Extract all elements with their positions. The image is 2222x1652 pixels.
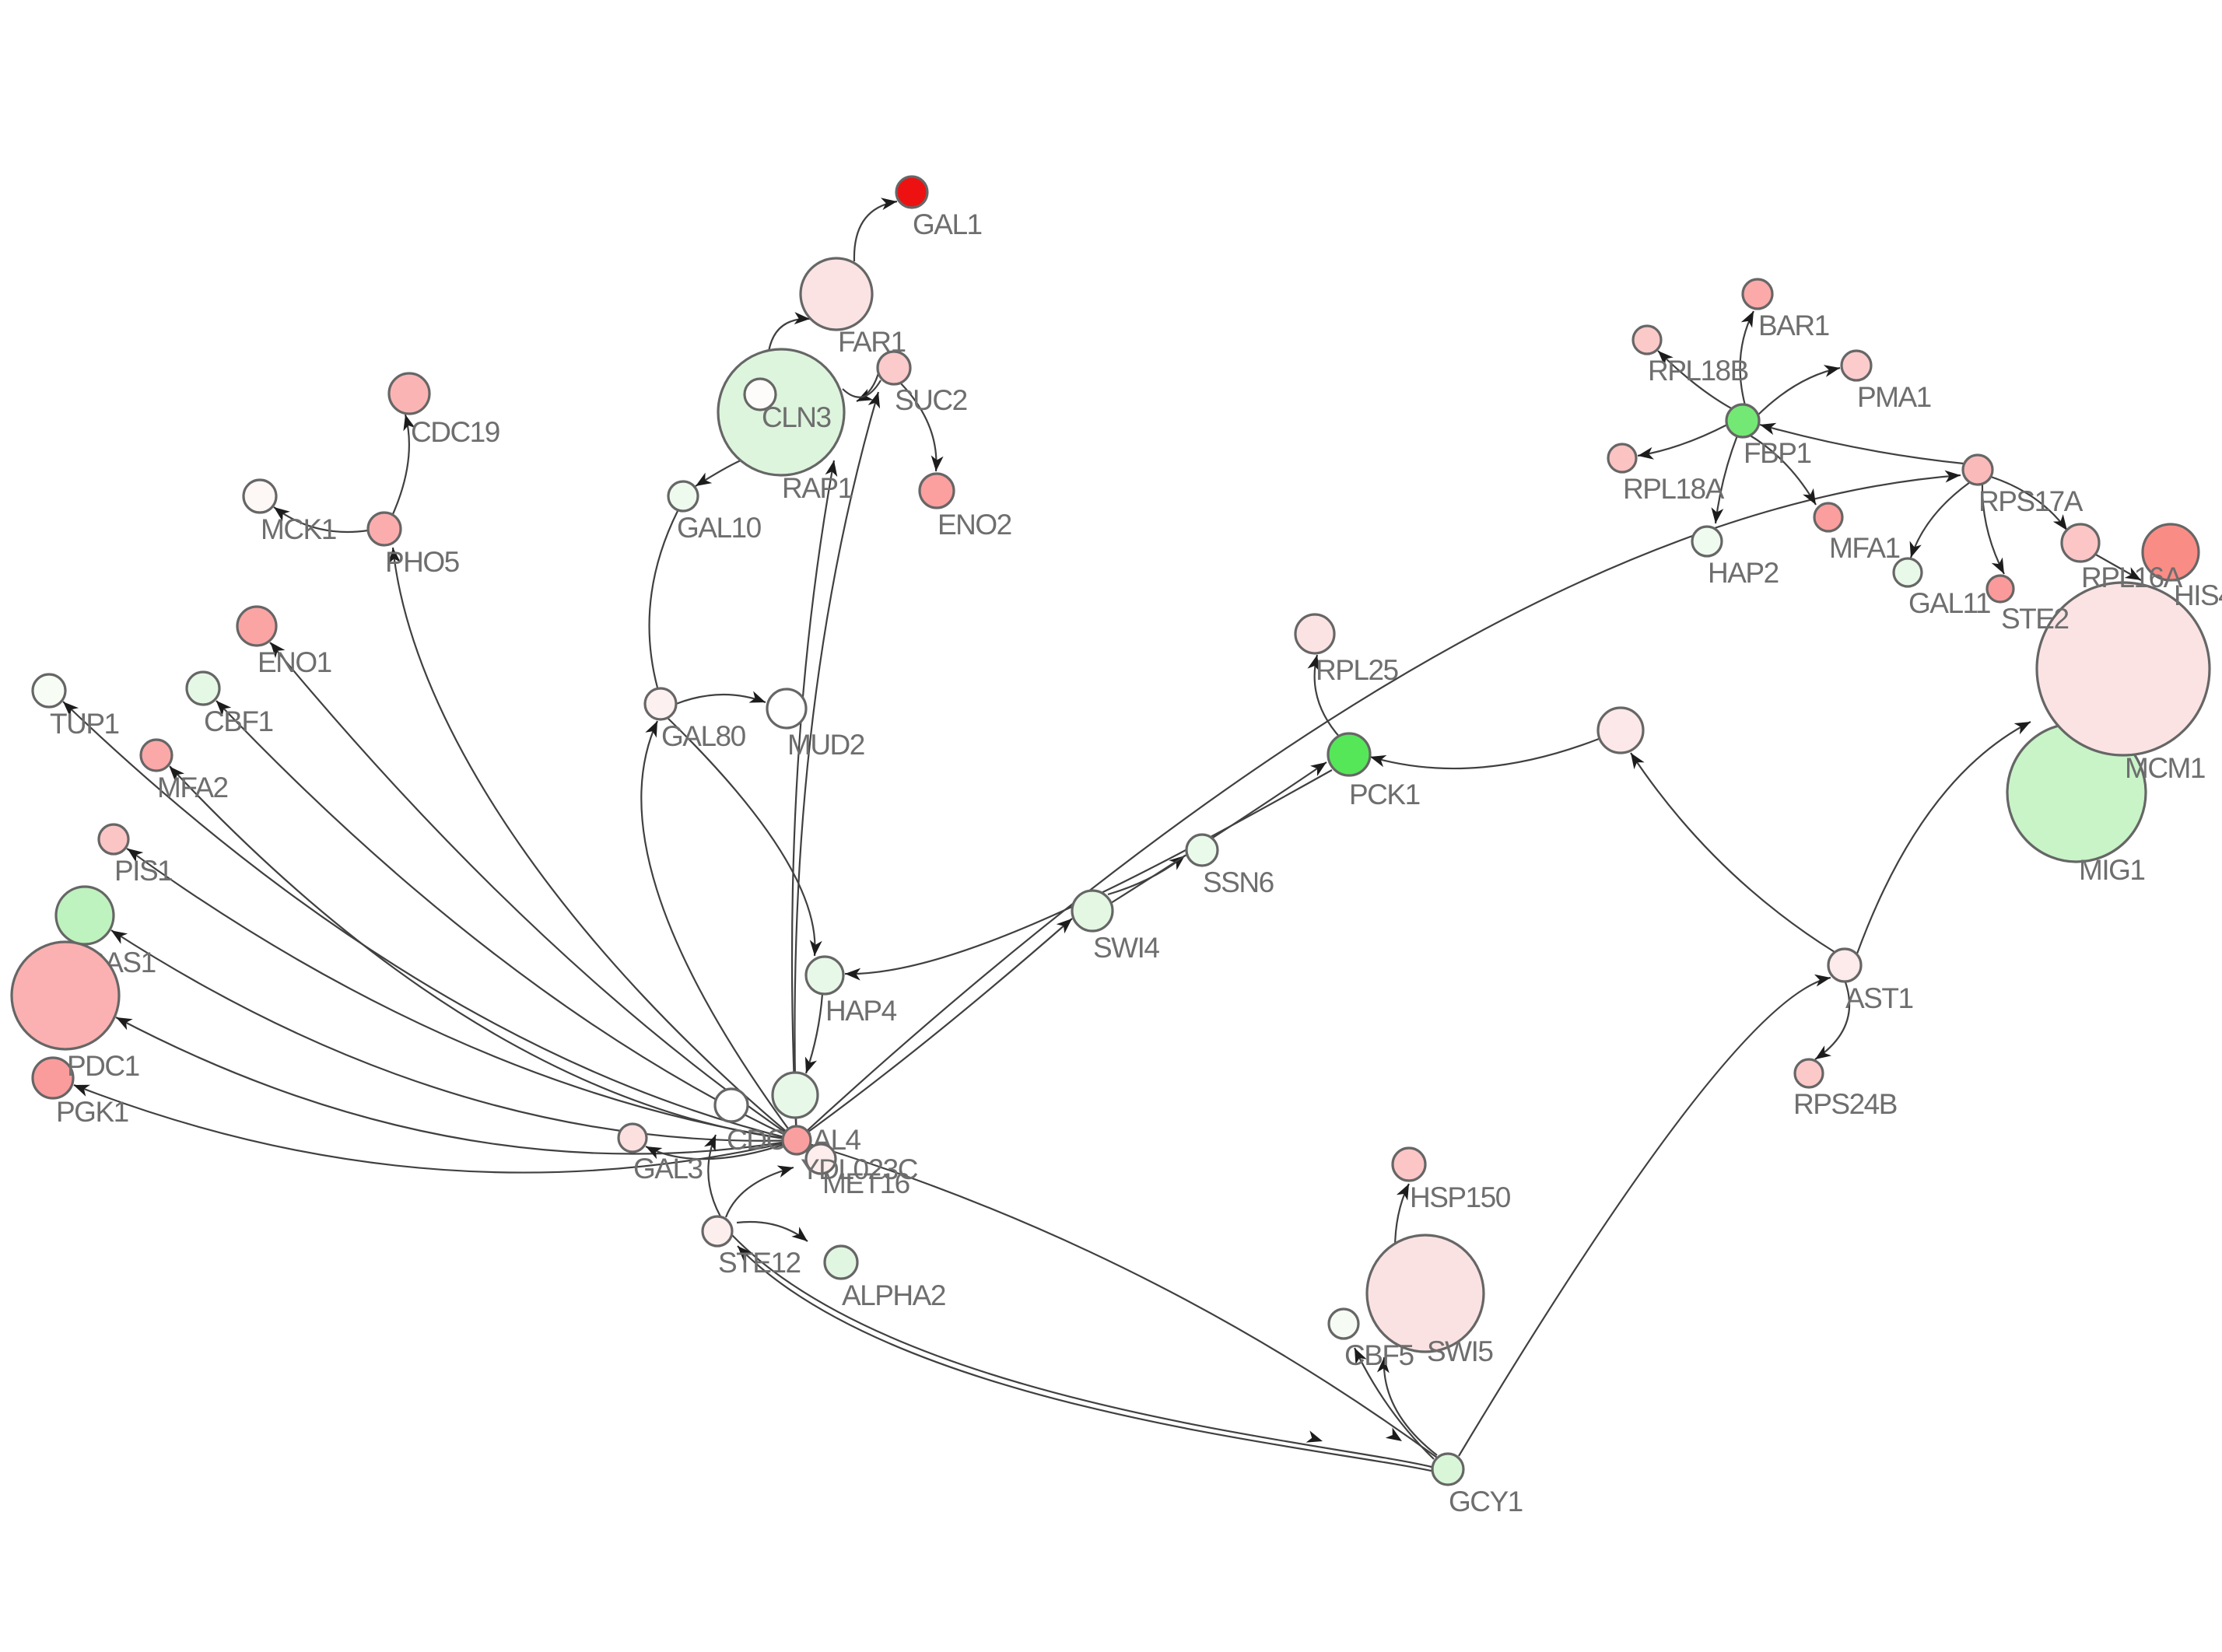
svg-text:PCK1: PCK1 (1349, 779, 1420, 810)
svg-text:RPL18B: RPL18B (1648, 355, 1748, 387)
svg-text:FAR1: FAR1 (838, 326, 906, 358)
svg-text:SWI4: SWI4 (1093, 932, 1159, 964)
svg-text:AST1: AST1 (1845, 982, 1913, 1014)
svg-text:HAP2: HAP2 (1708, 557, 1779, 589)
svg-text:GAL11: GAL11 (1908, 587, 1990, 619)
svg-text:STE2: STE2 (2001, 603, 2069, 635)
svg-text:CBF1: CBF1 (204, 705, 273, 737)
svg-text:CLN3: CLN3 (762, 401, 831, 433)
svg-text:RPL16A: RPL16A (2081, 562, 2183, 593)
svg-text:HIS4: HIS4 (2174, 579, 2222, 611)
svg-text:PIS1: PIS1 (114, 855, 172, 887)
svg-text:YDL023C: YDL023C (801, 1153, 918, 1185)
svg-text:PHO5: PHO5 (385, 546, 460, 578)
svg-text:MFA1: MFA1 (1829, 532, 1900, 564)
svg-text:TUP1: TUP1 (50, 708, 119, 740)
svg-text:HAP4: HAP4 (825, 995, 897, 1027)
svg-text:BAR1: BAR1 (1758, 310, 1829, 341)
svg-text:RPS17A: RPS17A (1978, 485, 2084, 517)
svg-text:PMA1: PMA1 (1857, 381, 1931, 413)
svg-text:MUD2: MUD2 (787, 729, 864, 761)
svg-text:MCK1: MCK1 (261, 513, 336, 545)
svg-text:ENO1: ENO1 (258, 646, 331, 678)
svg-text:MCM1: MCM1 (2125, 752, 2205, 784)
svg-text:ALPHA2: ALPHA2 (842, 1279, 945, 1311)
svg-text:PGK1: PGK1 (56, 1096, 128, 1128)
svg-text:SUC2: SUC2 (895, 384, 967, 416)
svg-text:GAL10: GAL10 (677, 512, 762, 544)
svg-text:SWI5: SWI5 (1427, 1335, 1493, 1367)
svg-text:RPS24B: RPS24B (1793, 1088, 1897, 1120)
svg-text:CDC19: CDC19 (411, 416, 499, 448)
svg-text:MET16: MET16 (822, 1167, 909, 1199)
svg-text:GCY1: GCY1 (1449, 1486, 1523, 1517)
svg-text:RPL18A: RPL18A (1623, 473, 1725, 505)
svg-text:GAL3: GAL3 (633, 1153, 703, 1185)
svg-text:FBP1: FBP1 (1744, 437, 1811, 469)
svg-text:RAP1: RAP1 (782, 472, 853, 504)
svg-text:SSN6: SSN6 (1203, 866, 1274, 898)
svg-text:GAL1: GAL1 (913, 208, 982, 240)
svg-text:RPL25: RPL25 (1316, 654, 1399, 686)
svg-text:HSP150: HSP150 (1410, 1181, 1511, 1213)
svg-text:GAL80: GAL80 (661, 720, 746, 752)
svg-text:MIG1: MIG1 (2079, 854, 2144, 886)
svg-text:STE12: STE12 (718, 1247, 801, 1279)
svg-text:MFA2: MFA2 (157, 772, 228, 803)
svg-text:PDC1: PDC1 (67, 1050, 139, 1082)
svg-text:ENO2: ENO2 (938, 509, 1011, 541)
svg-text:CBF5: CBF5 (1344, 1339, 1414, 1371)
